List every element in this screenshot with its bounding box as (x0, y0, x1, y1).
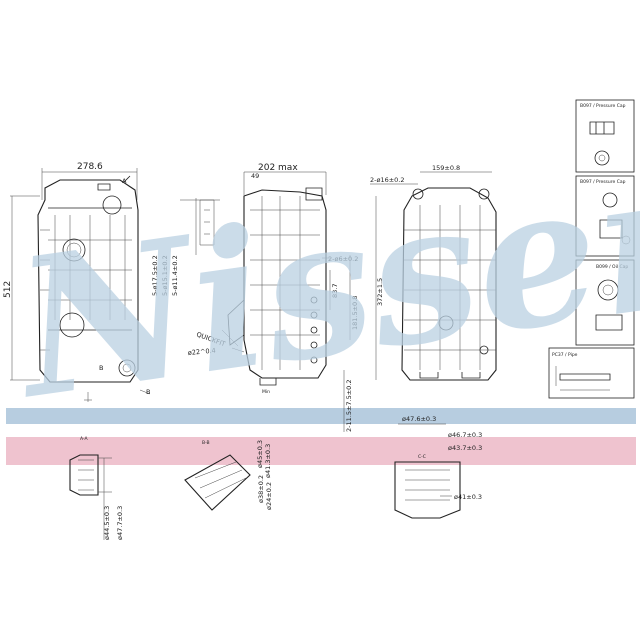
section-aa-dim-2: ø47.7±0.3 (116, 506, 124, 540)
section-bb: B-B ø45±0.3 ø41.3±0.3 ø38±0.2 ø24±0.2 (184, 440, 273, 511)
section-cc-dim-4: ø41±0.3 (454, 493, 482, 501)
nissens-watermark: Nissens (0, 105, 640, 442)
pink-band (6, 437, 636, 465)
section-bb-dim-3: ø38±0.2 (257, 475, 265, 503)
section-aa-dim-1: ø44.5±0.3 (103, 506, 111, 540)
side-depth-label: 202 max (258, 163, 298, 173)
side-small-dim: 49 (251, 172, 259, 180)
detail-box-2 (575, 175, 635, 257)
front-section-b: B (99, 364, 103, 372)
section-bb-title: B-B (202, 440, 210, 446)
front-view: 278.6 512 A B B (3, 162, 150, 402)
detail-box-4-label: PC37 / Pipe (552, 352, 578, 358)
detail-panel: B097 / Pressure Cap B097 / Pressure Cap … (548, 99, 635, 399)
side-dim-372: 372±1.5 (376, 278, 384, 306)
detail-box-3 (575, 259, 635, 346)
side-min-label: Min (262, 389, 270, 395)
front-height-label: 512 (3, 281, 13, 298)
detail-box-1 (575, 99, 635, 173)
side-dim-83: 83.7 (331, 284, 339, 298)
section-cc-dim-3: ø43.7±0.3 (448, 444, 482, 452)
section-bb-dim-1: ø45±0.3 (256, 440, 264, 468)
detail-box-2-label: B097 / Pressure Cap (580, 179, 626, 185)
side-stacked-dim-2: 5-ø15.1±0.2 (161, 255, 169, 296)
section-cc: C-C ø47.6±0.3 ø46.7±0.3 ø43.7±0.3 ø41±0.… (394, 415, 482, 519)
rear-top-left-dim: 2-ø16±0.2 (370, 176, 405, 184)
detail-box-1-label: B097 / Pressure Cap (580, 103, 626, 109)
rear-view: 2-ø16±0.2 159±0.8 (370, 164, 497, 381)
front-section-b-2: B (146, 388, 150, 396)
side-bottom-spacing: 2-11.5±7.5±0.2 (345, 379, 353, 432)
side-dim-6: 2-ø6±0.2 (328, 255, 358, 263)
section-bb-dim-4: ø24±0.2 (265, 482, 273, 510)
section-cc-dim-2: ø46.7±0.3 (448, 431, 482, 439)
side-quickfit-dia: ø22^0.4 (187, 347, 216, 357)
section-aa-title: A-A (80, 436, 89, 442)
blue-band (6, 408, 636, 424)
front-section-a: A (122, 177, 127, 185)
section-cc-dim-1: ø47.6±0.3 (402, 415, 436, 423)
side-stacked-dim-1: 5-ø17.5±0.2 (151, 255, 159, 296)
front-width-label: 278.6 (77, 162, 103, 172)
detail-box-3-label: B099 / Oil Cap (596, 264, 628, 270)
side-dim-181: 181.5±0.8 (351, 296, 359, 330)
section-cc-title: C-C (418, 454, 426, 460)
detail-box-4 (548, 347, 635, 399)
rear-top-right-dim: 159±0.8 (432, 164, 460, 172)
side-stacked-dim-3: 5-ø11.4±0.2 (171, 255, 179, 296)
section-aa: A-A ø44.5±0.3 ø47.7±0.3 (69, 436, 124, 540)
section-bb-dim-2: ø41.3±0.3 (264, 444, 272, 478)
